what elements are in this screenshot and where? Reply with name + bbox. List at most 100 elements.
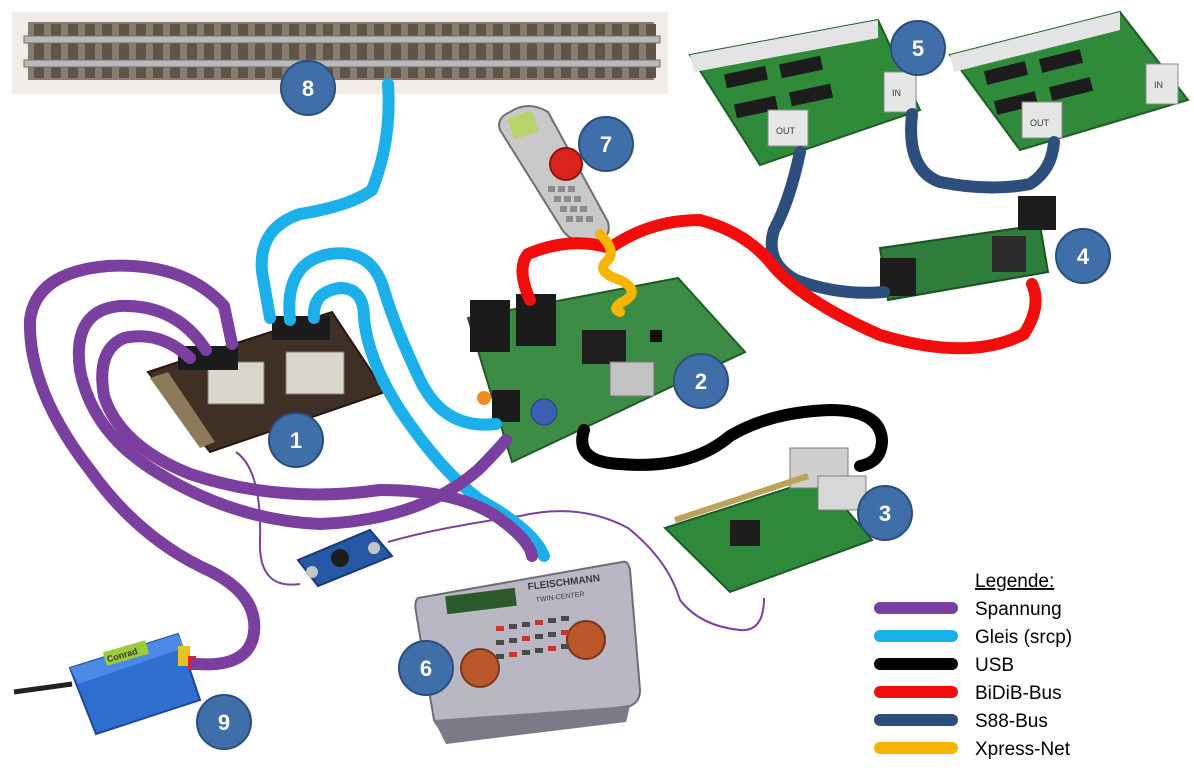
bidib-bus-cable — [516, 214, 1042, 355]
track-sleeper — [493, 24, 503, 78]
s88-module-left: OUT IN — [688, 18, 922, 167]
track-sleeper — [68, 24, 78, 78]
relay-board — [146, 310, 387, 454]
handheld-key — [566, 216, 573, 222]
twin-center-key — [535, 634, 543, 639]
handheld-key — [558, 186, 565, 192]
power-transformer: Conrad — [13, 632, 202, 736]
track-sleeper — [442, 24, 452, 78]
marker-8: 8 — [280, 60, 336, 116]
twin-center-key — [561, 630, 569, 635]
twin-center-key — [548, 618, 556, 623]
legend-label: USB — [975, 655, 1014, 676]
legend-label: Xpress-Net — [975, 739, 1071, 760]
track-sleeper — [595, 24, 605, 78]
handheld-key — [564, 196, 571, 202]
xpress-net-cable — [595, 229, 637, 317]
track-sleeper — [357, 24, 367, 78]
legend-label: S88-Bus — [975, 711, 1048, 732]
twin-center-key — [522, 622, 530, 627]
twin-center-key — [548, 632, 556, 637]
twin-center-key — [522, 650, 530, 655]
track-sleeper — [544, 24, 554, 78]
track-sleeper — [34, 24, 44, 78]
track-sleeper — [153, 24, 163, 78]
svg-text:6: 6 — [420, 656, 432, 681]
track-sleeper — [459, 24, 469, 78]
track-segment — [12, 12, 668, 94]
svg-text:8: 8 — [302, 76, 314, 101]
usb-cable — [576, 404, 888, 472]
twin-center-key — [535, 620, 543, 625]
spannung-cable-relay-b — [96, 330, 538, 562]
handheld-key — [568, 186, 575, 192]
handheld-key — [580, 206, 587, 212]
twin-center-key — [496, 626, 504, 631]
spannung-cable-transformer — [23, 259, 261, 671]
track-sleeper — [221, 24, 231, 78]
track-sleeper — [629, 24, 639, 78]
track-sleeper — [510, 24, 520, 78]
track-sleeper — [578, 24, 588, 78]
gleis-cable-track — [255, 78, 395, 324]
handheld-key — [548, 186, 555, 192]
track-sleeper — [204, 24, 214, 78]
marker-1: 1 — [268, 412, 324, 468]
svg-text:1: 1 — [290, 428, 302, 453]
raspberry-pi — [663, 447, 874, 594]
legend-title: Legende: — [975, 571, 1054, 592]
svg-text:9: 9 — [218, 710, 230, 735]
s88-module-right: OUT IN — [948, 10, 1190, 152]
s88-out-label-right: OUT — [1030, 118, 1050, 128]
twin-center-key — [548, 646, 556, 651]
s88-interface-board — [878, 196, 1056, 302]
marker-6: 6 — [398, 640, 454, 696]
twin-center-key — [496, 640, 504, 645]
track-sleeper — [374, 24, 384, 78]
marker-9: 9 — [196, 694, 252, 750]
svg-text:4: 4 — [1077, 244, 1090, 269]
twin-center-key — [509, 638, 517, 643]
marker-5: 5 — [890, 20, 946, 76]
track-sleeper — [85, 24, 95, 78]
legend-label: Gleis (srcp) — [975, 627, 1072, 648]
track-sleeper — [51, 24, 61, 78]
spannung-cable-relay-a — [72, 299, 512, 530]
twin-center-key — [509, 624, 517, 629]
track-sleeper — [170, 24, 180, 78]
svg-text:2: 2 — [695, 369, 707, 394]
twin-center-key — [561, 616, 569, 621]
s88-in-label-right: IN — [1154, 80, 1163, 90]
track-sleeper — [306, 24, 316, 78]
track-sleeper — [255, 24, 265, 78]
legend-label: BiDiB-Bus — [975, 683, 1062, 704]
track-sleeper — [136, 24, 146, 78]
track-sleeper — [272, 24, 282, 78]
handheld-key — [574, 196, 581, 202]
track-sleeper — [391, 24, 401, 78]
handheld-key — [576, 216, 583, 222]
s88-out-label-left: OUT — [776, 126, 796, 136]
track-sleeper — [425, 24, 435, 78]
track-sleeper — [527, 24, 537, 78]
marker-3: 3 — [857, 485, 913, 541]
handheld-controller — [498, 105, 610, 243]
svg-text:7: 7 — [600, 132, 612, 157]
gleis-cable-base — [283, 247, 502, 431]
thin-power-wires — [235, 451, 765, 632]
twin-center-key — [561, 644, 569, 649]
track-sleeper — [119, 24, 129, 78]
track-sleeper — [408, 24, 418, 78]
track-sleeper — [289, 24, 299, 78]
twin-center-controller: FLEISCHMANN TWIN-CENTER — [414, 560, 642, 744]
marker-4: 4 — [1055, 228, 1111, 284]
handheld-key — [554, 196, 561, 202]
dc-dc-converter — [296, 528, 394, 588]
twin-center-key — [522, 636, 530, 641]
track-sleeper — [476, 24, 486, 78]
handheld-key — [570, 206, 577, 212]
svg-text:3: 3 — [879, 501, 891, 526]
s88-bus-cable-b — [905, 108, 1060, 194]
track-sleeper — [187, 24, 197, 78]
